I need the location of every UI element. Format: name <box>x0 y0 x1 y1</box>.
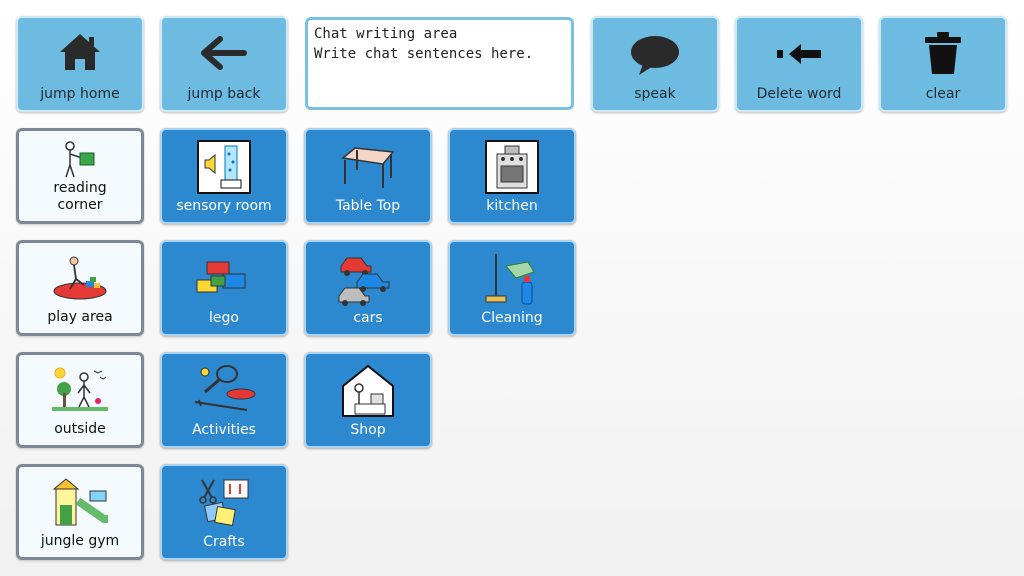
clear-button[interactable]: clear <box>879 16 1007 112</box>
chat-placeholder: Write chat sentences here. <box>314 46 534 62</box>
chat-writing-area[interactable]: Chat writing area Write chat sentences h… <box>305 17 574 110</box>
sensory-room-label: sensory room <box>176 198 272 214</box>
cars-label: cars <box>353 310 383 326</box>
crafts-label: Crafts <box>203 534 245 550</box>
jungle-gym-tile[interactable]: jungle gym <box>16 464 144 560</box>
play-mat-icon <box>19 255 141 301</box>
delete-word-button[interactable]: Delete word <box>735 16 863 112</box>
cars-tile[interactable]: cars <box>304 240 432 336</box>
outside-tile[interactable]: outside <box>16 352 144 448</box>
lego-tile[interactable]: lego <box>160 240 288 336</box>
speak-button[interactable]: speak <box>591 16 719 112</box>
crafts-tile[interactable]: Crafts <box>160 464 288 560</box>
table-top-tile[interactable]: Table Top <box>304 128 432 224</box>
cleaning-tile[interactable]: Cleaning <box>448 240 576 336</box>
jump-home-button[interactable]: jump home <box>16 16 144 112</box>
speak-label: speak <box>634 86 676 102</box>
shop-label: Shop <box>350 422 386 438</box>
clear-label: clear <box>925 86 961 102</box>
kitchen-label: kitchen <box>486 198 538 214</box>
speech-bubble-icon <box>593 34 717 76</box>
sensory-tube-icon <box>162 140 286 194</box>
table-icon <box>306 142 430 190</box>
backspace-arrow-icon <box>737 42 861 66</box>
cleaning-label: Cleaning <box>481 310 543 326</box>
house-icon <box>18 32 142 72</box>
reading-corner-tile[interactable]: reading corner <box>16 128 144 224</box>
jungle-gym-label: jungle gym <box>40 533 120 549</box>
cleaning-supplies-icon <box>450 252 574 306</box>
person-reading-icon <box>19 139 141 179</box>
craft-supplies-icon <box>162 476 286 530</box>
outside-label: outside <box>54 421 106 437</box>
play-area-label: play area <box>47 309 113 325</box>
outdoor-scene-icon <box>19 365 141 413</box>
trash-icon <box>881 30 1005 76</box>
stove-icon <box>450 140 574 194</box>
lego-bricks-icon <box>162 258 286 302</box>
chat-title: Chat writing area <box>314 26 458 42</box>
sports-equipment-icon <box>162 362 286 416</box>
activities-tile[interactable]: Activities <box>160 352 288 448</box>
play-area-tile[interactable]: play area <box>16 240 144 336</box>
jump-back-button[interactable]: jump back <box>160 16 288 112</box>
playground-icon <box>19 475 141 527</box>
sensory-room-tile[interactable]: sensory room <box>160 128 288 224</box>
delete-word-label: Delete word <box>756 86 842 102</box>
table-top-label: Table Top <box>335 198 401 214</box>
activities-label: Activities <box>192 422 256 438</box>
cars-icon <box>306 254 430 306</box>
jump-back-label: jump back <box>187 86 261 102</box>
lego-label: lego <box>209 310 239 326</box>
shop-icon <box>306 364 430 418</box>
arrow-left-icon <box>162 36 286 70</box>
jump-home-label: jump home <box>40 86 120 102</box>
kitchen-tile[interactable]: kitchen <box>448 128 576 224</box>
shop-tile[interactable]: Shop <box>304 352 432 448</box>
reading-corner-label: reading corner <box>53 180 107 213</box>
